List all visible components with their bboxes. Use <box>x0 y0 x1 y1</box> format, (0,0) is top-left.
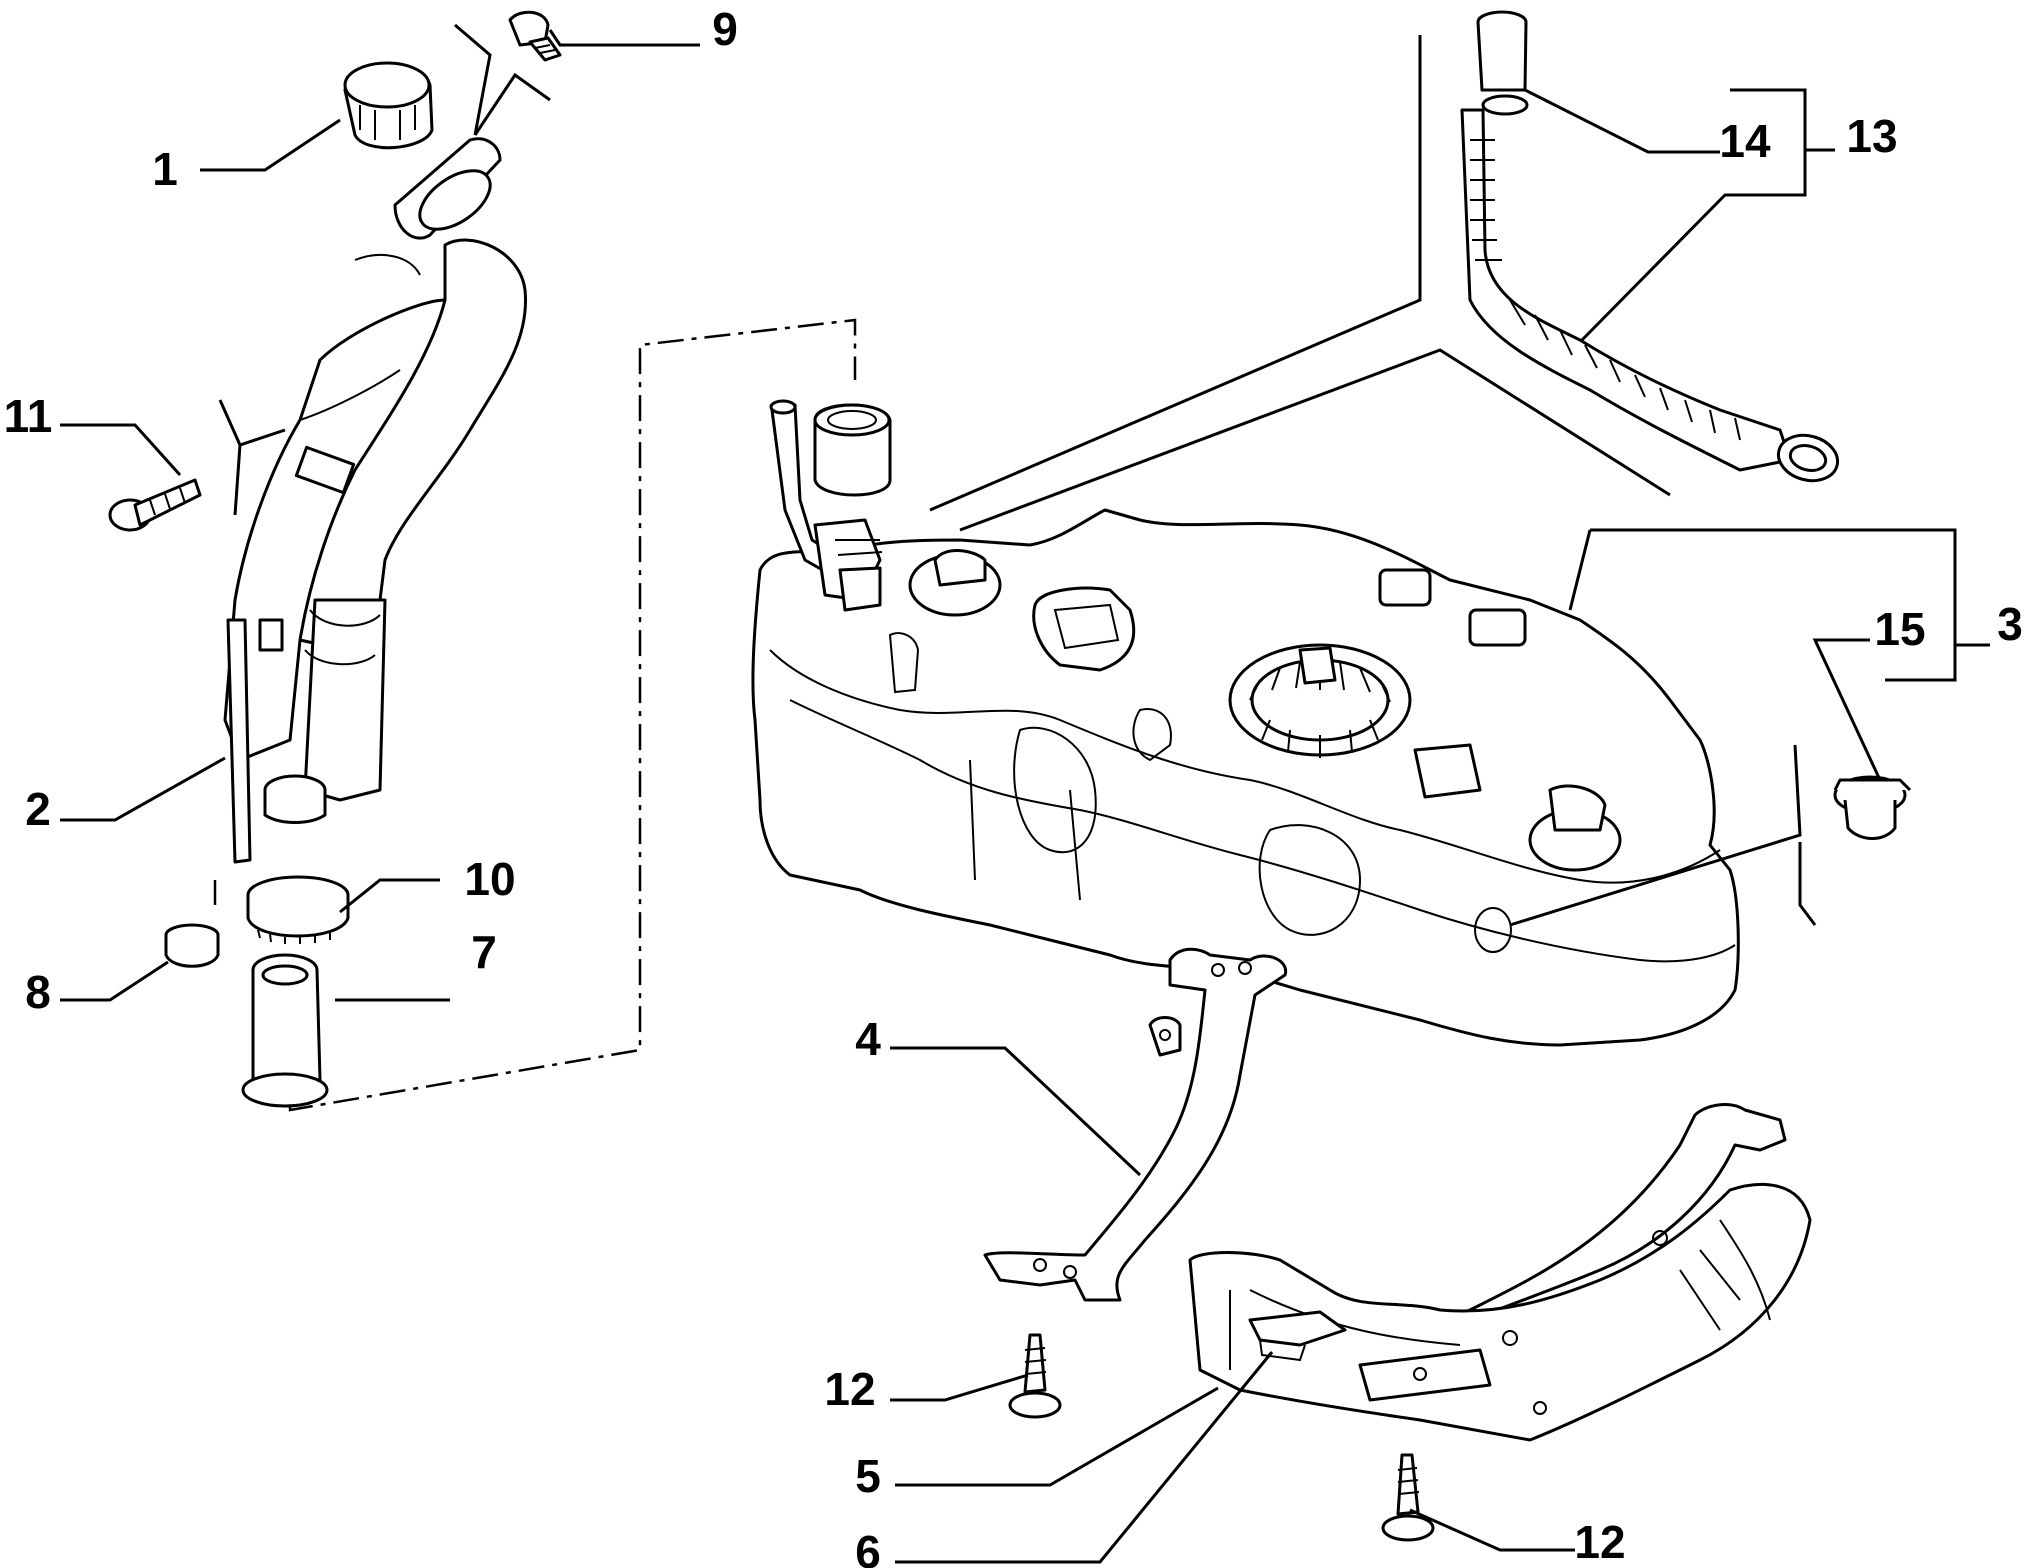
clamp-8-part <box>164 923 220 968</box>
callout-12a: 12 <box>824 1363 875 1415</box>
leader-line-tank-vent <box>959 348 1671 532</box>
leader-15 <box>1812 638 1882 781</box>
leader-5 <box>895 1386 1219 1487</box>
callout-8: 8 <box>25 966 51 1018</box>
callout-6: 6 <box>855 1526 881 1568</box>
callout-13: 13 <box>1846 110 1897 162</box>
leader-3 <box>1568 528 1990 682</box>
bracket-mark-11 <box>218 399 286 516</box>
callout-5: 5 <box>855 1450 881 1502</box>
callout-2: 2 <box>25 783 51 835</box>
clamp-ring-10-part <box>246 875 350 944</box>
screw-12a-part <box>1008 1333 1062 1419</box>
leader-line-tank-top <box>929 35 1422 512</box>
bracket-mark-9 <box>454 23 551 136</box>
strap-5-part <box>1188 1103 1812 1442</box>
callout-4: 4 <box>855 1013 881 1065</box>
callout-10: 10 <box>464 853 515 905</box>
leader-9 <box>548 29 700 47</box>
callout-7: 7 <box>471 926 497 978</box>
callout-14: 14 <box>1719 115 1771 167</box>
leader-2 <box>60 756 226 822</box>
leader-8 <box>60 960 169 1002</box>
filler-neck-part <box>223 137 528 864</box>
strap-4-part <box>983 947 1288 1302</box>
assembly-dash-line <box>288 318 857 1112</box>
fuel-cap-part <box>343 61 434 150</box>
leader-4 <box>890 1046 1142 1177</box>
sleeve-7-part <box>241 953 329 1108</box>
leader-12a <box>890 1373 1029 1402</box>
plug-15-part <box>1833 775 1912 840</box>
clip-6-part <box>1248 1310 1347 1362</box>
screw-9-part <box>508 10 562 62</box>
leader-10 <box>339 878 440 914</box>
callout-1: 1 <box>152 143 178 195</box>
screw-12b-part <box>1381 1453 1435 1542</box>
callout-11: 11 <box>4 390 53 442</box>
leader-11 <box>60 423 182 477</box>
callout-9: 9 <box>712 3 738 55</box>
leader-14 <box>1524 88 1720 154</box>
bolt-11-part <box>108 478 202 532</box>
callout-15: 15 <box>1874 603 1925 655</box>
leader-6 <box>895 1351 1274 1564</box>
leader-13 <box>1580 88 1835 342</box>
fuel-tank-part <box>751 399 1740 1047</box>
bracket-mark-15 <box>1509 744 1817 927</box>
leader-1 <box>200 118 341 172</box>
callout-12b: 12 <box>1574 1516 1625 1568</box>
leader-12b <box>1409 1508 1575 1552</box>
callout-3: 3 <box>1997 598 2023 650</box>
vent-hose-part <box>1460 10 1840 483</box>
